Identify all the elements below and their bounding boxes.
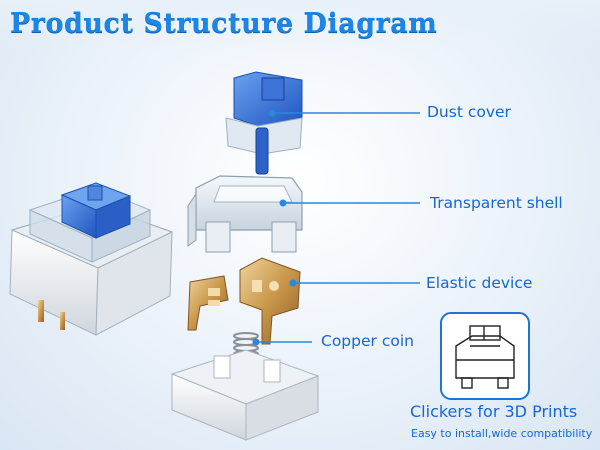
- assembled-switch: [9, 182, 174, 336]
- elastic-device-part: [187, 257, 420, 345]
- footer-subline: Easy to install,wide compatibility: [411, 427, 593, 440]
- part-label-elastic-device: Elastic device: [426, 274, 533, 292]
- outline-switch-thumbnail: [440, 312, 530, 400]
- footer-headline: Clickers for 3D Prints: [410, 402, 578, 421]
- part-label-dust-cover: Dust cover: [427, 103, 511, 121]
- dust-cover-part: [225, 71, 420, 175]
- title-band: [0, 0, 600, 52]
- part-label-transparent-shell: Transparent shell: [430, 194, 563, 212]
- part-label-copper-coin: Copper coin: [321, 332, 414, 350]
- copper-coin-part: [170, 332, 320, 441]
- transparent-shell-part: [187, 175, 420, 253]
- diagram-title: Product Structure Diagram: [10, 8, 438, 39]
